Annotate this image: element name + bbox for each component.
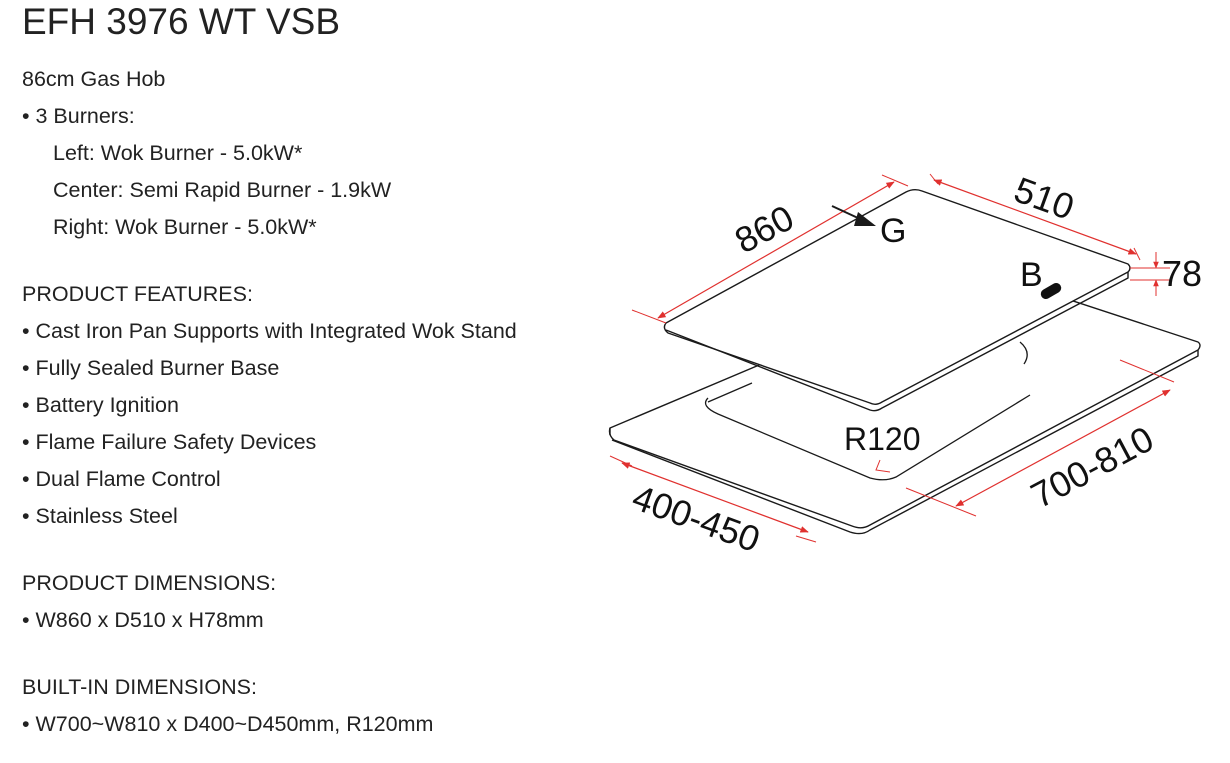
feature-item: • Fully Sealed Burner Base [22, 356, 280, 380]
dimensions-heading: PRODUCT DIMENSIONS: [22, 571, 277, 595]
feature-item: • Battery Ignition [22, 393, 179, 417]
builtin-value: • W700~W810 x D400~D450mm, R120mm [22, 712, 434, 736]
gas-inlet: G [831, 205, 906, 250]
width-label: 860 [728, 197, 800, 261]
dimensions-value: • W860 x D510 x H78mm [22, 608, 264, 632]
height-label: 78 [1162, 253, 1202, 294]
battery-compartment: B [1020, 256, 1062, 299]
feature-item: • Cast Iron Pan Supports with Integrated… [22, 319, 517, 343]
burner-center: Center: Semi Rapid Burner - 1.9kW [53, 178, 392, 202]
feature-item: • Flame Failure Safety Devices [22, 430, 317, 454]
features-heading: PRODUCT FEATURES: [22, 282, 253, 306]
depth-label: 510 [1009, 169, 1079, 228]
gas-label: G [880, 212, 906, 250]
cutout-depth-label: 400-450 [627, 476, 765, 560]
feature-item: • Stainless Steel [22, 504, 178, 528]
radius-label: R120 [844, 421, 921, 457]
battery-label: B [1020, 256, 1043, 294]
product-title: EFH 3976 WT VSB [22, 1, 341, 42]
burner-right: Right: Wok Burner - 5.0kW* [53, 215, 317, 239]
feature-item: • Dual Flame Control [22, 467, 221, 491]
product-subtitle: 86cm Gas Hob [22, 67, 166, 91]
dimension-78: 78 [1130, 252, 1202, 296]
radius-callout: R120 [844, 421, 921, 473]
hob-dimension-diagram: 860 510 78 G B R120 700-810 [608, 169, 1202, 560]
cutout-hole [704, 341, 1031, 481]
burner-left: Left: Wok Burner - 5.0kW* [53, 141, 303, 165]
builtin-heading: BUILT-IN DIMENSIONS: [22, 675, 257, 699]
burners-heading: • 3 Burners: [22, 104, 135, 128]
